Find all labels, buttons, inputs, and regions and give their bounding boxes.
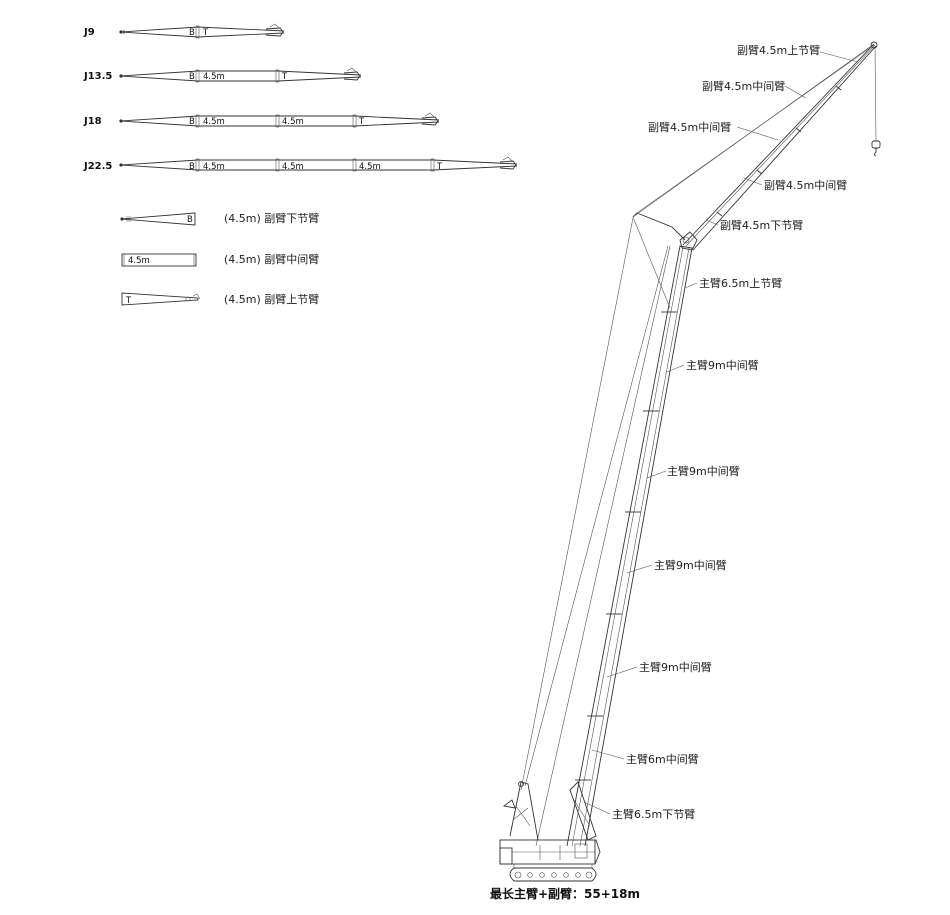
main-boom (566, 245, 693, 847)
fly-jib (682, 43, 877, 251)
a-frame-mast (502, 781, 539, 841)
legend-label: (4.5m) 副臂下节臂 (224, 212, 319, 225)
jib-config-j22-5: J22.5 B 4.5m 4.5m 4.5m T (83, 156, 518, 172)
callout-leaders (583, 51, 859, 815)
label-main-middle-3: 主臂9m中间臂 (654, 559, 727, 572)
segment-label: 4.5m (203, 72, 225, 82)
label-main-middle-2: 主臂9m中间臂 (667, 465, 740, 478)
segment-label: T (358, 117, 365, 127)
config-name: J22.5 (83, 161, 112, 172)
jib-tip-sheave (870, 41, 878, 49)
legend-item-upper: T (4.5m) 副臂上节臂 (121, 292, 319, 306)
jib-strut (632, 212, 686, 241)
legend-item-middle: 4.5m (4.5m) 副臂中间臂 (121, 253, 319, 267)
legend-label: (4.5m) 副臂中间臂 (224, 253, 319, 266)
config-name: J13.5 (83, 71, 112, 82)
label-main-middle-6m: 主臂6m中间臂 (626, 753, 699, 766)
jib-config-j18: J18 B 4.5m 4.5m T (83, 112, 440, 128)
luffing-ropes (520, 217, 671, 847)
label-jib-middle-3: 副臂4.5m中间臂 (764, 179, 847, 192)
segment-label: B (189, 117, 195, 127)
label-jib-bottom: 副臂4.5m下节臂 (720, 219, 803, 232)
label-jib-middle-1: 副臂4.5m中间臂 (702, 80, 785, 93)
legend-marker: B (187, 215, 193, 225)
label-main-top: 主臂6.5m上节臂 (699, 277, 782, 290)
segment-label: B (189, 162, 195, 172)
label-main-bottom: 主臂6.5m下节臂 (612, 808, 695, 821)
segment-label: 4.5m (282, 162, 304, 172)
segment-label: 4.5m (359, 162, 381, 172)
jib-section-legend: B (4.5m) 副臂下节臂 4.5m (4.5m) 副臂中间臂 T (4.5m… (120, 212, 319, 306)
hook-block-icon (871, 140, 881, 157)
crawler-tracks (509, 864, 597, 882)
config-name: J9 (83, 27, 95, 38)
segment-label: T (436, 162, 443, 172)
jib-config-j13-5: J13.5 B 4.5m T (83, 67, 362, 83)
config-name: J18 (83, 116, 102, 127)
diagram-caption: 最长主臂+副臂：55+18m (490, 886, 640, 901)
segment-label: 4.5m (282, 117, 304, 127)
label-main-middle-1: 主臂9m中间臂 (686, 359, 759, 372)
segment-label: 4.5m (203, 117, 225, 127)
segment-label: T (281, 72, 288, 82)
crane-section-labels: 副臂4.5m上节臂 副臂4.5m中间臂 副臂4.5m中间臂 副臂4.5m中间臂 … (612, 44, 847, 821)
label-jib-middle-2: 副臂4.5m中间臂 (648, 121, 731, 134)
segment-label: B (189, 28, 195, 38)
segment-label: T (202, 28, 209, 38)
segment-label: 4.5m (203, 162, 225, 172)
segment-label: B (189, 72, 195, 82)
crane-upper-body (499, 839, 601, 865)
legend-item-lower: B (4.5m) 副臂下节臂 (120, 212, 319, 226)
jib-joints (716, 85, 842, 217)
crawler-crane-drawing (499, 41, 881, 882)
legend-marker: 4.5m (128, 256, 150, 266)
jib-config-list: J9 B T J13.5 B 4.5m T J18 (83, 23, 518, 172)
label-main-middle-4: 主臂9m中间臂 (639, 661, 712, 674)
legend-marker: T (125, 296, 132, 306)
jib-config-j9: J9 B T (83, 23, 285, 39)
main-boom-joints (575, 311, 677, 781)
legend-label: (4.5m) 副臂上节臂 (224, 293, 319, 306)
label-jib-top: 副臂4.5m上节臂 (737, 44, 820, 57)
